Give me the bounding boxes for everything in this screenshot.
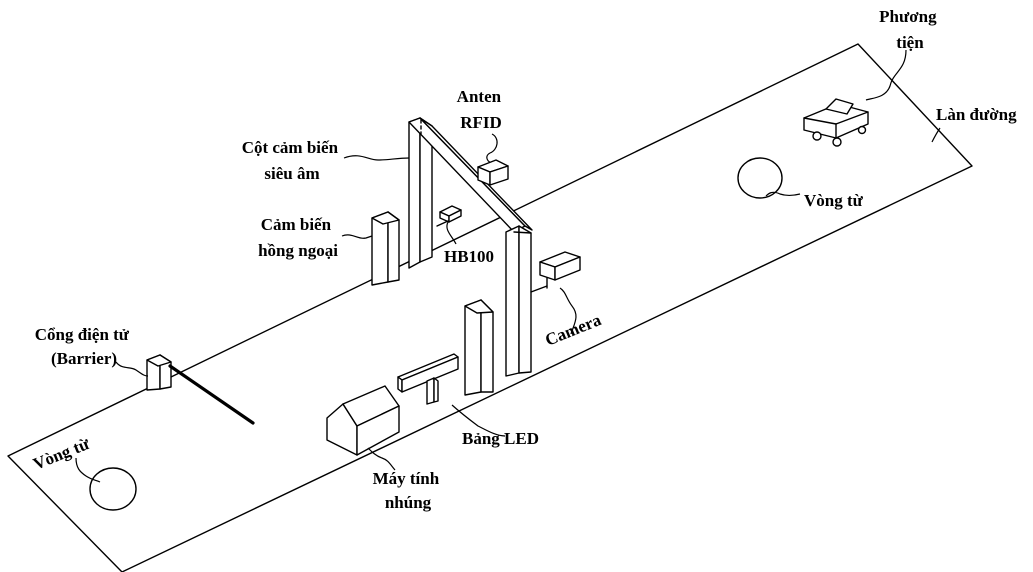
front-column xyxy=(464,299,494,396)
lane-label: Làn đường xyxy=(936,105,1017,124)
camera xyxy=(530,251,581,293)
rfid-antenna-label: Anten RFID xyxy=(457,87,506,132)
vehicle-label: Phương tiện xyxy=(879,7,941,52)
lane-surface xyxy=(7,43,973,572)
barrier-arm xyxy=(168,364,255,425)
magnetic-loop-right-label: Vòng từ xyxy=(804,191,864,210)
barrier xyxy=(146,354,255,425)
magnetic-loop-left xyxy=(89,467,137,511)
ultrasonic-column-label: Cột cảm biến siêu âm xyxy=(242,138,343,183)
led-board-label: Bảng LED xyxy=(462,429,539,448)
embedded-computer-label: Máy tính nhúng xyxy=(373,469,444,512)
embedded-computer xyxy=(326,385,400,456)
hb100-label: HB100 xyxy=(444,247,494,266)
magnetic-loop-left-label: Vòng từ xyxy=(30,434,92,474)
rfid-antenna xyxy=(477,159,509,186)
camera-label: Camera xyxy=(542,310,604,350)
vehicle xyxy=(803,98,869,147)
hb100-sensor xyxy=(436,205,462,227)
magnetic-loop-right xyxy=(737,157,783,199)
infrared-sensor xyxy=(371,211,400,286)
led-board xyxy=(397,353,459,405)
ultrasonic-gantry xyxy=(408,117,533,377)
infrared-sensor-label: Cảm biến hồng ngoại xyxy=(258,215,338,260)
barrier-label: Cổng điện tử (Barrier) xyxy=(35,325,134,368)
leader-lines xyxy=(75,49,941,483)
